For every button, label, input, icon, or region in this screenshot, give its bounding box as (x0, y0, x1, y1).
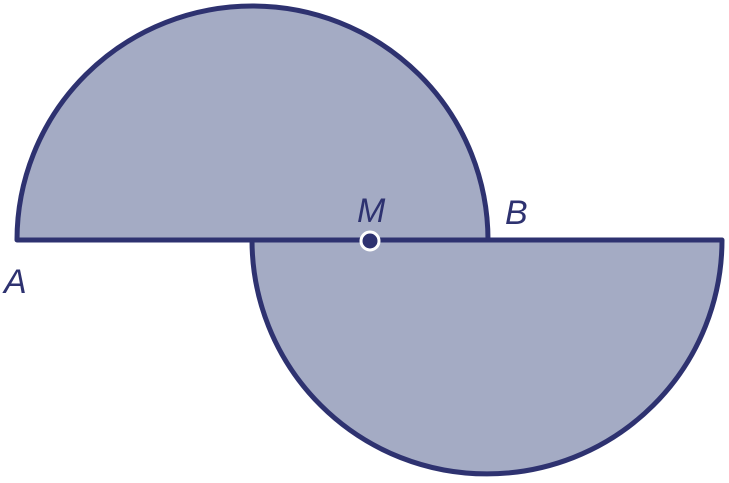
upper-semicircle (14, 3, 491, 243)
label-b: B (505, 194, 528, 232)
midpoint-m (359, 230, 381, 252)
label-a: A (2, 263, 27, 301)
label-m: M (357, 192, 386, 230)
lower-semicircle (249, 237, 725, 477)
